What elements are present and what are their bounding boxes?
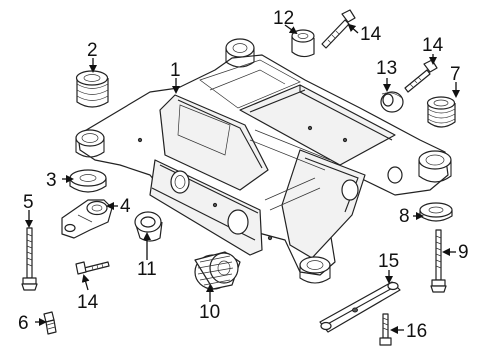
subframe-assembly	[75, 38, 452, 284]
bushing-part-12	[291, 29, 315, 58]
bolt-part-6	[43, 311, 57, 335]
callout-12: 12	[273, 8, 294, 29]
callout-6: 6	[18, 313, 29, 334]
bushing-part-11	[134, 211, 163, 242]
callout-1: 1	[170, 60, 181, 81]
callout-4: 4	[120, 196, 131, 217]
callout-8: 8	[399, 206, 410, 227]
bolt-part-9	[430, 229, 447, 293]
callout-7: 7	[450, 64, 461, 85]
bolt-part-14-top	[321, 9, 356, 49]
callout-9: 9	[458, 242, 469, 263]
callout-14-top: 14	[360, 24, 382, 45]
callout-5: 5	[23, 192, 34, 213]
bushing-part-2	[75, 70, 109, 108]
callout-3: 3	[46, 170, 57, 191]
mount-part-3	[69, 169, 107, 193]
callout-13: 13	[376, 58, 397, 79]
bushing-part-7	[426, 96, 456, 128]
bolt-part-14-left	[75, 261, 110, 275]
bushing-part-13	[380, 91, 404, 113]
callout-11: 11	[137, 259, 157, 280]
brace-part-15	[319, 281, 401, 333]
bolt-part-16	[379, 313, 392, 346]
bolt-part-5	[21, 227, 38, 291]
callout-10: 10	[199, 302, 220, 323]
bracket-part-4	[61, 199, 113, 239]
callout-15: 15	[378, 251, 399, 272]
callout-2: 2	[87, 40, 98, 61]
bolt-part-14-right	[404, 59, 438, 93]
leader-lines	[25, 23, 460, 334]
callout-14-right: 14	[422, 35, 444, 56]
mount-part-8	[419, 202, 453, 222]
callout-16: 16	[406, 321, 427, 342]
bushing-part-10	[194, 251, 241, 290]
callout-14-left: 14	[77, 292, 99, 313]
